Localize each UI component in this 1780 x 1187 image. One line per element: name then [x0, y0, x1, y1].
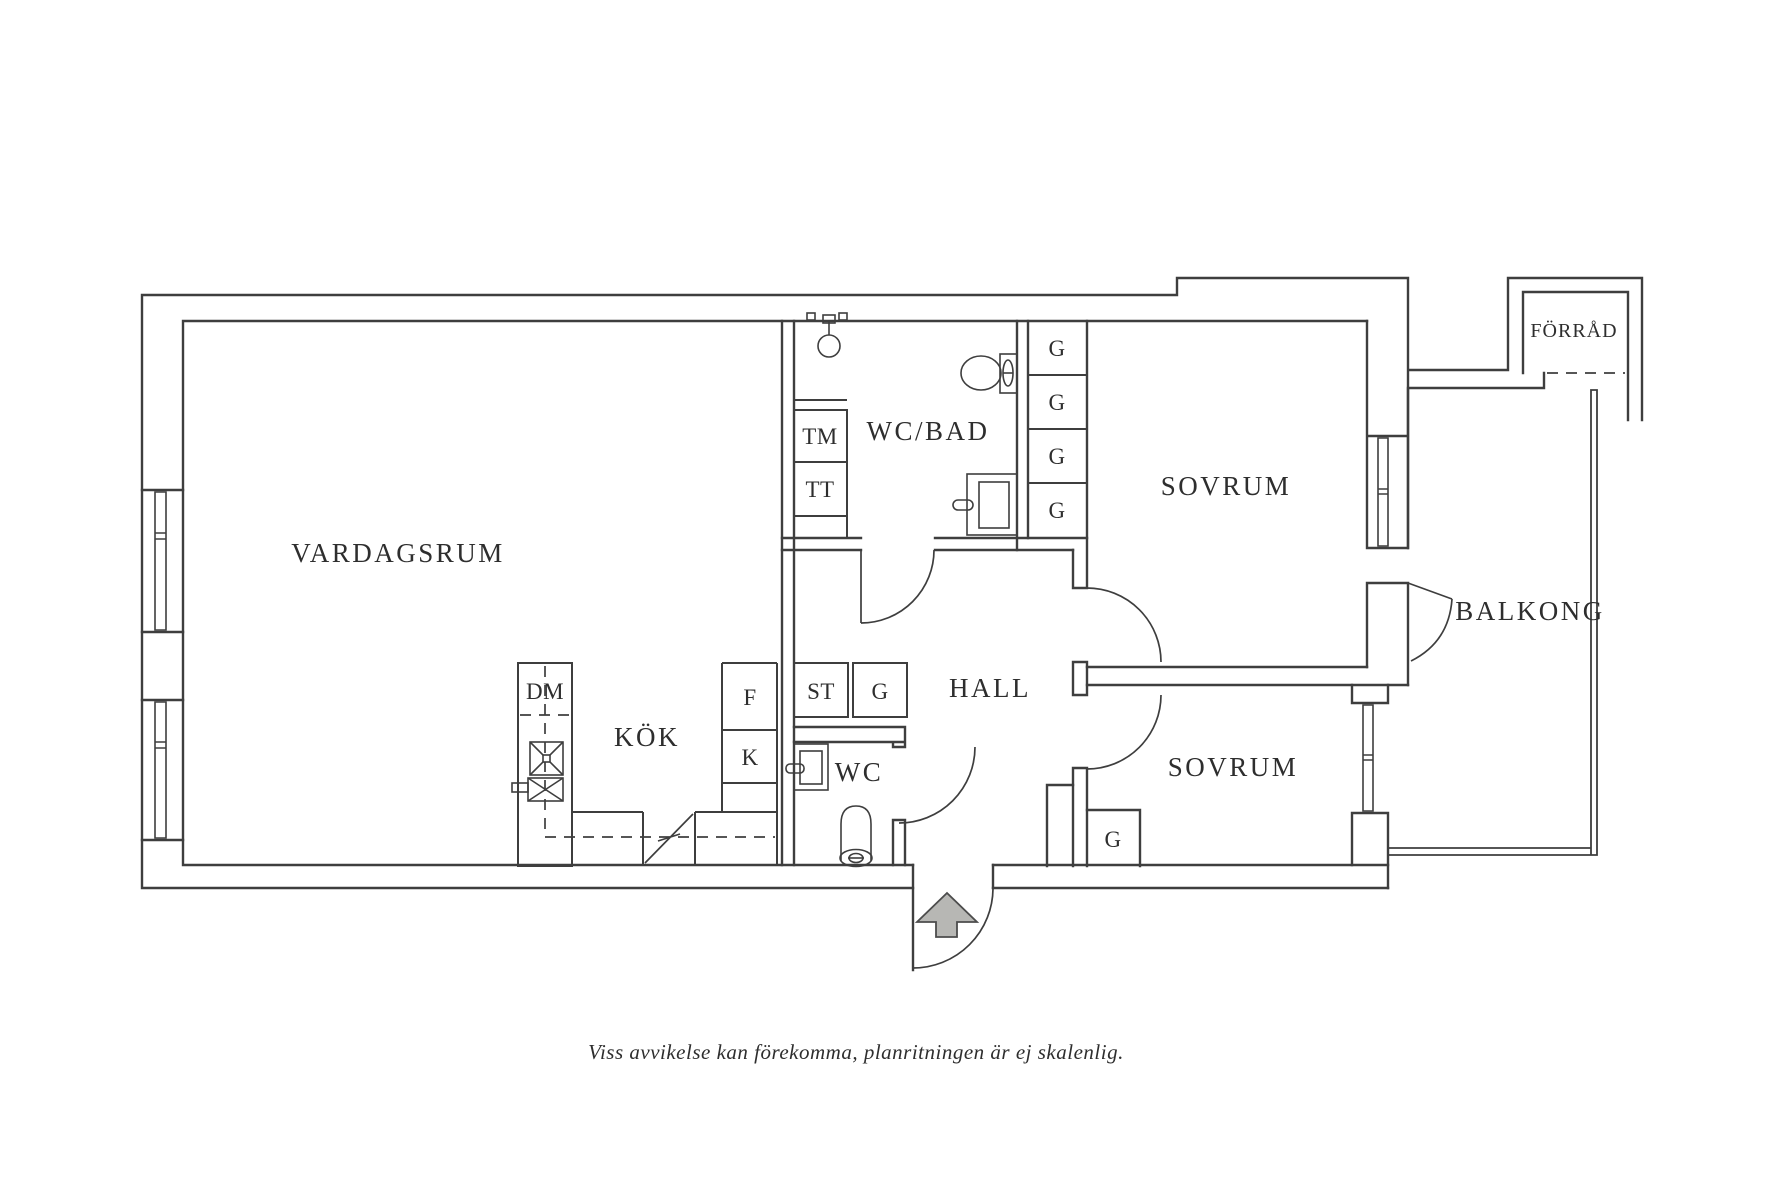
- label-wardrobe-bedroom: G: [1104, 827, 1121, 852]
- toilet-wc-icon: [839, 805, 873, 868]
- wardrobe-column: [1027, 320, 1088, 539]
- windows: [154, 437, 1389, 839]
- laundry-cabinets: [793, 399, 848, 539]
- entrance-door-arc: [912, 887, 994, 969]
- toilet-bathroom-icon: [960, 353, 1018, 394]
- kitchen-shaft-diagonal: [644, 813, 694, 864]
- kitchen-sink-icon: [511, 777, 564, 802]
- shower-icon: [806, 312, 848, 358]
- window-living-room-2: [154, 701, 167, 839]
- room-label-bedroom-bottom: SOVRUM: [1168, 752, 1299, 782]
- label-dishwasher: DM: [526, 679, 564, 704]
- sink-bathroom-icon: [952, 473, 1018, 536]
- kitchen-fk-column: [721, 662, 778, 866]
- kitchen-base-run: [572, 811, 722, 866]
- label-wardrobe-hall: G: [871, 679, 888, 704]
- hall-cabinets: [793, 662, 908, 718]
- label-wardrobe-1: G: [1048, 336, 1065, 361]
- label-tumble-dryer: TT: [805, 477, 834, 502]
- room-label-balcony: BALKONG: [1455, 596, 1605, 626]
- stove-icon: [529, 741, 564, 776]
- label-wardrobe-3: G: [1048, 444, 1065, 469]
- room-label-wc: WC: [835, 757, 884, 787]
- room-label-storage: FÖRRÅD: [1530, 319, 1617, 342]
- entrance-arrow-icon: [914, 891, 980, 938]
- window-living-room-1: [154, 491, 167, 631]
- fixtures: [511, 312, 1018, 868]
- wc-door-arc: [898, 746, 976, 824]
- doors: [860, 549, 1453, 969]
- dashed-lines: [520, 372, 1625, 838]
- balcony-door-arc: [1407, 582, 1453, 662]
- bedroom-top-door-arc: [1086, 587, 1162, 663]
- window-bedroom-bottom: [1362, 704, 1374, 812]
- label-wardrobe-2: G: [1048, 390, 1065, 415]
- sink-wc-icon: [785, 743, 829, 791]
- label-wardrobe-4: G: [1048, 498, 1065, 523]
- room-label-kitchen: KÖK: [614, 722, 680, 752]
- walls: [140, 276, 1644, 972]
- window-bedroom-top: [1377, 437, 1389, 547]
- bedroom-bottom-door-arc: [1086, 694, 1162, 770]
- label-freezer: K: [741, 745, 758, 770]
- label-cleaning-cabinet: ST: [807, 679, 835, 704]
- kitchen-dm-column: [517, 662, 573, 867]
- disclaimer-caption: Viss avvikelse kan förekomma, planritnin…: [588, 1040, 1124, 1064]
- room-label-bedroom-top: SOVRUM: [1161, 471, 1292, 501]
- kitchen-counter-dashes: [520, 666, 775, 838]
- bathroom-door-arc: [860, 549, 935, 624]
- room-label-bathroom: WC/BAD: [867, 416, 990, 446]
- room-label-hall: HALL: [949, 673, 1031, 703]
- label-fridge: F: [743, 685, 756, 710]
- room-label-living-room: VARDAGSRUM: [291, 538, 505, 568]
- label-washing-machine: TM: [802, 424, 838, 449]
